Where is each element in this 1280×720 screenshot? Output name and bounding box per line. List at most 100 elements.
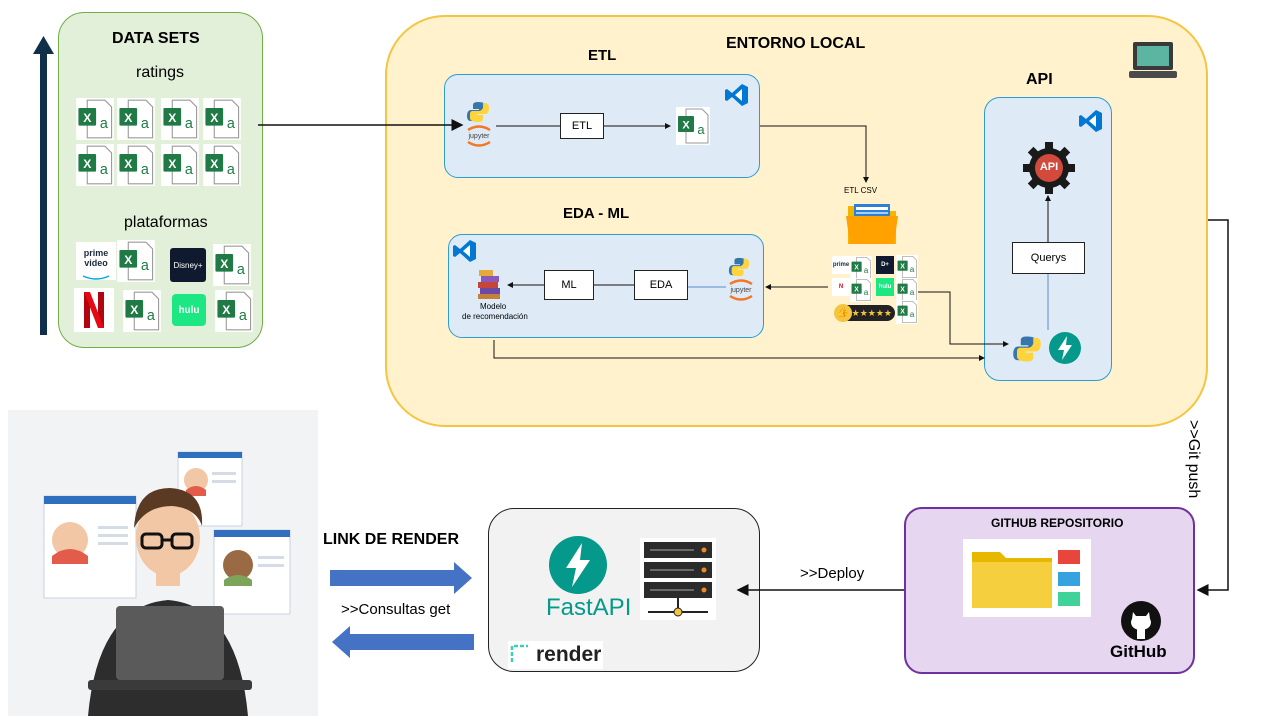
etl-title: ETL: [588, 47, 617, 64]
svg-text:X: X: [83, 111, 91, 125]
hulu-logo: hulu: [172, 294, 206, 326]
prime-video-logo: prime video: [76, 242, 116, 280]
svg-text:X: X: [210, 111, 218, 125]
svg-text:a: a: [227, 116, 235, 132]
eda-step-box: EDA: [634, 270, 688, 300]
jupyter-icon: jupyter: [726, 278, 756, 302]
svg-text:a: a: [864, 266, 869, 275]
server-rack-icon: [640, 538, 716, 620]
small-disney-logo: D+: [876, 256, 894, 274]
folder-icon: [972, 550, 1080, 608]
vscode-icon: [725, 84, 748, 106]
datasets-title: DATA SETS: [112, 30, 200, 47]
svg-text:X: X: [83, 157, 91, 171]
svg-text:a: a: [237, 262, 245, 278]
user-with-laptop-illustration: [43, 451, 291, 716]
arrow-csv-to-api: [918, 291, 1009, 347]
svg-text:a: a: [239, 308, 247, 324]
etl-step-box: ETL: [560, 113, 604, 139]
eda-ml-panel: [448, 234, 764, 338]
svg-text:X: X: [210, 157, 218, 171]
model-books-icon: [478, 270, 500, 299]
svg-text:a: a: [864, 288, 869, 297]
arrow-etl-to-csv: [760, 125, 869, 183]
model-label-1: Modelo: [480, 302, 507, 311]
svg-text:X: X: [900, 309, 905, 316]
svg-text:a: a: [697, 122, 705, 137]
svg-text:X: X: [130, 303, 138, 317]
svg-text:jupyter: jupyter: [729, 287, 752, 294]
data-flow-up-arrow: [33, 36, 54, 335]
svg-text:a: a: [910, 265, 915, 274]
github-octocat-icon: [1121, 601, 1161, 641]
etl-csv-label: ETL CSV: [844, 186, 878, 195]
svg-text:a: a: [185, 116, 193, 132]
svg-text:a: a: [227, 162, 235, 178]
jupyter-icon: jupyter: [464, 124, 494, 148]
arrow-response-left: [332, 626, 474, 658]
api-badge-text: API: [1039, 161, 1059, 173]
deploy-label: >>Deploy: [800, 565, 865, 582]
svg-text:X: X: [124, 157, 132, 171]
svg-text:X: X: [854, 265, 859, 272]
svg-text:X: X: [220, 257, 228, 271]
profile-card-right: [213, 529, 291, 615]
querys-box: Querys: [1012, 242, 1085, 274]
python-icon: [728, 257, 750, 277]
render-text: render: [536, 643, 602, 666]
plataformas-label: plataformas: [124, 214, 208, 231]
svg-text:X: X: [222, 303, 230, 317]
svg-text:a: a: [100, 162, 108, 178]
vscode-icon: [1079, 110, 1102, 132]
svg-text:X: X: [854, 287, 859, 294]
ratings-label: ratings: [136, 64, 185, 81]
link-render-label: LINK DE RENDER: [323, 531, 460, 548]
svg-text:a: a: [147, 308, 155, 324]
svg-text:X: X: [168, 157, 176, 171]
svg-text:X: X: [900, 287, 905, 294]
small-prime-logo: prime: [832, 256, 850, 274]
svg-text:X: X: [124, 111, 132, 125]
python-icon: [467, 102, 489, 122]
fastapi-small-icon: [1049, 332, 1081, 364]
svg-text:a: a: [910, 310, 915, 319]
render-logo-icon: [510, 644, 528, 662]
svg-text:X: X: [900, 264, 905, 271]
svg-text:a: a: [185, 162, 193, 178]
svg-text:a: a: [100, 116, 108, 132]
disney-plus-logo: Disney+: [170, 248, 206, 282]
svg-text:X: X: [682, 120, 690, 132]
small-hulu-logo: hulu: [876, 278, 894, 296]
fastapi-text: FastAPI: [546, 594, 632, 621]
arrow-request-right: [330, 562, 472, 594]
netflix-logo: [74, 288, 114, 332]
svg-text:a: a: [141, 258, 149, 274]
profile-card-left: [43, 495, 137, 599]
api-gear-icon: [1023, 142, 1075, 194]
arrow-model-to-api: [493, 340, 985, 361]
arrow-git-push: [1196, 219, 1229, 596]
consultas-get-label: >>Consultas get: [341, 601, 451, 618]
github-title: GITHUB REPOSITORIO: [991, 516, 1124, 530]
svg-text:a: a: [141, 116, 149, 132]
eda-ml-title: EDA - ML: [563, 205, 630, 222]
local-environment-title: ENTORNO LOCAL: [726, 35, 866, 52]
svg-text:jupyter: jupyter: [467, 133, 490, 140]
csv-folder-icon: [846, 204, 898, 244]
laptop-icon: [1129, 42, 1177, 78]
small-netflix-logo: N: [832, 278, 850, 296]
